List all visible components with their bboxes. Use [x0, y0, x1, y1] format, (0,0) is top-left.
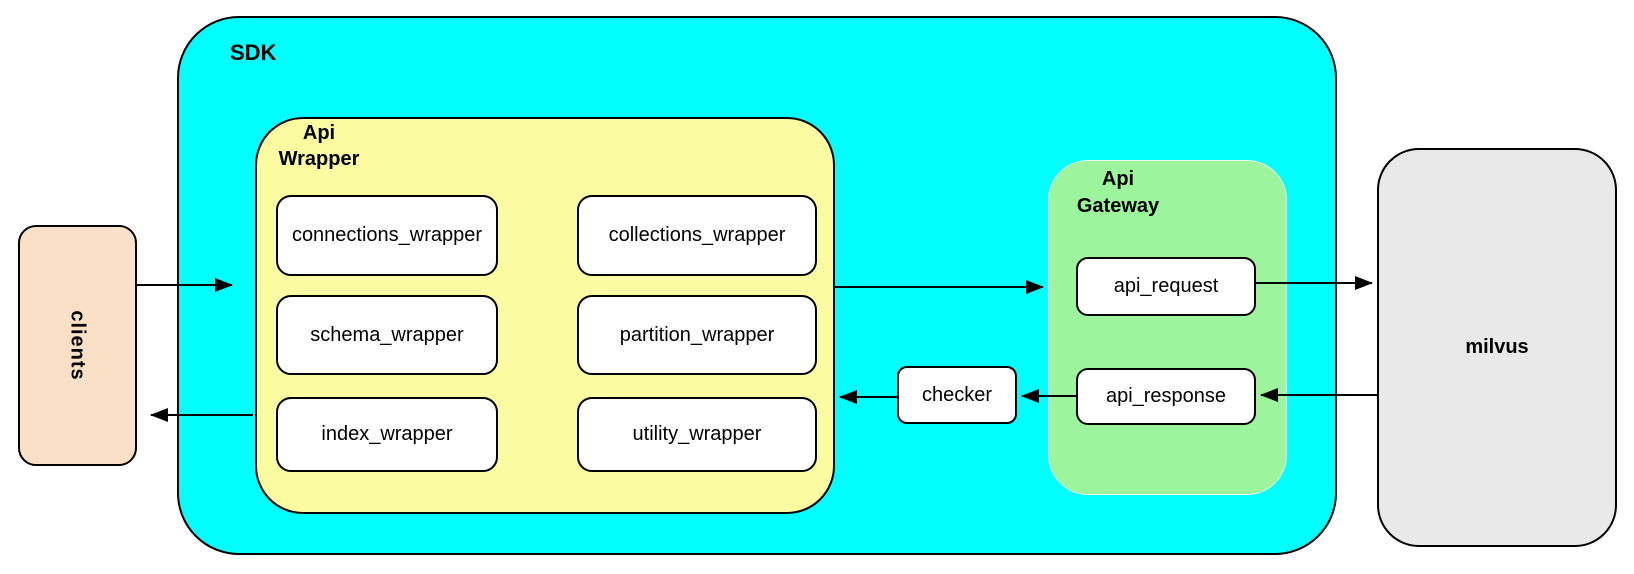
node-connections-wrapper: connections_wrapper: [276, 195, 498, 276]
node-clients-label: clients: [66, 310, 89, 381]
node-collections-wrapper: collections_wrapper: [577, 195, 817, 276]
node-utility-wrapper: utility_wrapper: [577, 397, 817, 472]
node-milvus: milvus: [1377, 148, 1617, 547]
node-utility-wrapper-label: utility_wrapper: [632, 423, 762, 445]
api-wrapper-label-line2: Wrapper: [278, 148, 360, 170]
node-checker-label: checker: [921, 383, 993, 406]
node-schema-wrapper-label: schema_wrapper: [310, 323, 464, 346]
node-api-request-label: api_request: [1113, 275, 1219, 297]
node-schema-wrapper: schema_wrapper: [276, 295, 498, 375]
node-connections-wrapper-label: connections_wrapper: [291, 224, 483, 246]
sdk-label: SDK: [230, 40, 277, 65]
node-collections-wrapper-label: collections_wrapper: [608, 224, 786, 246]
node-clients: clients: [18, 225, 137, 466]
api-gateway-label: Api Gateway: [1048, 166, 1188, 220]
api-gateway-label-line2: Gateway: [1076, 195, 1160, 217]
node-api-request: api_request: [1076, 257, 1256, 316]
api-wrapper-label: Api Wrapper: [255, 120, 383, 172]
node-checker: checker: [897, 366, 1017, 424]
node-index-wrapper-label: index_wrapper: [321, 423, 453, 445]
api-wrapper-label-line1: Api: [302, 122, 336, 144]
node-api-response-label: api_response: [1105, 385, 1227, 407]
node-partition-wrapper: partition_wrapper: [577, 295, 817, 375]
node-index-wrapper: index_wrapper: [276, 397, 498, 472]
node-api-response: api_response: [1076, 368, 1256, 425]
node-milvus-label: milvus: [1465, 336, 1529, 358]
api-gateway-label-line1: Api: [1101, 168, 1135, 190]
node-partition-wrapper-label: partition_wrapper: [619, 323, 775, 346]
api-gateway-container: [1048, 160, 1287, 495]
